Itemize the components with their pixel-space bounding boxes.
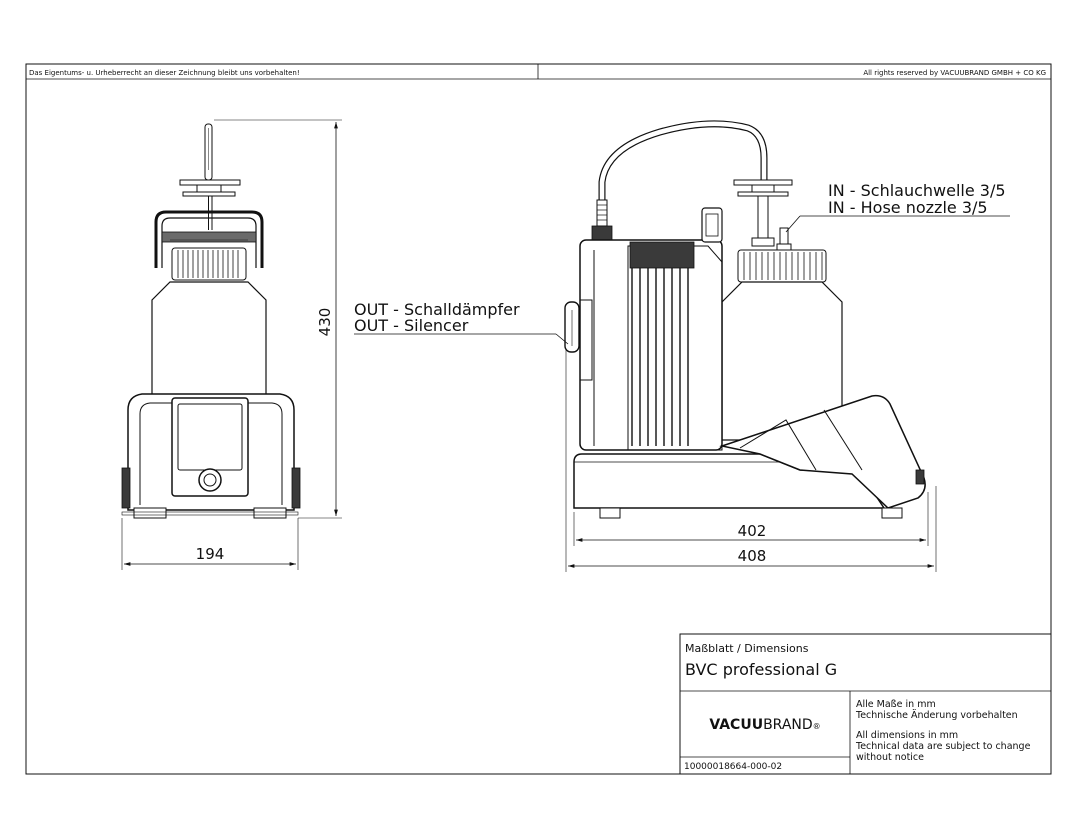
title-block: Maßblatt / Dimensions BVC professional G…	[679, 633, 1052, 775]
callout-out: OUT - Schalldämpfer OUT - Silencer	[354, 300, 569, 345]
note-changes-de: Technische Änderung vorbehalten	[855, 710, 1018, 721]
document-number: 10000018664-000-02	[684, 762, 782, 772]
callout-out-en: OUT - Silencer	[354, 316, 469, 335]
product-name: BVC professional G	[685, 660, 837, 679]
vacuubrand-logo: VACUUBRAND®	[709, 717, 820, 733]
sheet-border	[25, 63, 1052, 775]
note-notice-en: without notice	[856, 752, 924, 763]
copyright-note-en: All rights reserved by VACUUBRAND GMBH +…	[863, 69, 1046, 77]
dimension-side-outer-value: 408	[738, 547, 767, 565]
dimension-height-value: 430	[316, 308, 334, 337]
front-view	[121, 123, 301, 519]
side-view	[564, 120, 926, 519]
callout-out-de: OUT - Schalldämpfer	[354, 300, 520, 319]
dimension-front-width-value: 194	[196, 545, 225, 563]
note-changes-en: Technical data are subject to change	[855, 741, 1031, 752]
note-dimensions-de: Alle Maße in mm	[856, 699, 936, 710]
dimension-height: 430	[214, 119, 342, 519]
note-dimensions-en: All dimensions in mm	[856, 730, 958, 741]
copyright-note-de: Das Eigentums- u. Urheberrecht an dieser…	[29, 69, 300, 77]
sheet-type: Maßblatt / Dimensions	[685, 642, 809, 655]
callout-in-en: IN - Hose nozzle 3/5	[828, 198, 988, 217]
dimension-side-inner-value: 402	[738, 522, 767, 540]
callout-in: IN - Schlauchwelle 3/5 IN - Hose nozzle …	[785, 181, 1010, 233]
callout-in-de: IN - Schlauchwelle 3/5	[828, 181, 1006, 200]
dimension-side-inner: 402	[573, 492, 929, 546]
dimension-front-width: 194	[121, 518, 299, 570]
dimension-side-outer: 408	[565, 350, 937, 572]
